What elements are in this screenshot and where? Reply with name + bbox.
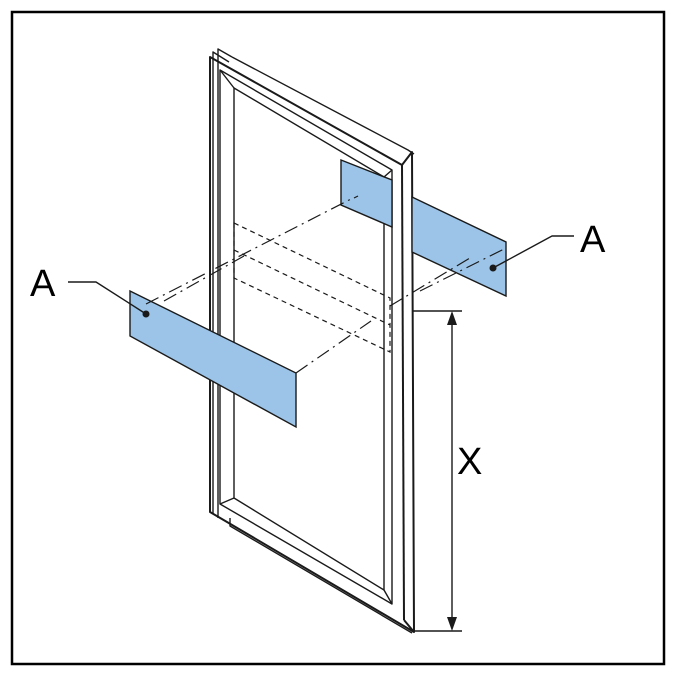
right-strip-label: A bbox=[580, 219, 606, 261]
projection-line-top-left bbox=[145, 198, 352, 305]
dimension-x-arrow-top bbox=[447, 311, 457, 325]
left-strip-plate bbox=[129, 289, 297, 429]
strip-target-midline bbox=[233, 249, 391, 326]
window-corner-br bbox=[383, 589, 393, 605]
right-strip-leader-line bbox=[492, 235, 574, 269]
window-corner-tl bbox=[219, 69, 235, 89]
projection-arrow-tip bbox=[353, 195, 359, 199]
dimension-x-label: X bbox=[457, 441, 482, 483]
projection-line-right-upper bbox=[419, 247, 507, 292]
dimension-x-arrow-bottom bbox=[447, 617, 457, 631]
window-corner-bl bbox=[219, 497, 235, 505]
strip-target-outline bbox=[233, 222, 391, 353]
projection-line-left-to-target bbox=[163, 255, 245, 302]
strip-target-area bbox=[233, 222, 391, 353]
projection-line-right bbox=[389, 257, 471, 307]
window-corner-tr bbox=[383, 169, 393, 178]
projection-line-left-lower bbox=[295, 320, 372, 374]
door-frame-right-inner-edge bbox=[401, 164, 405, 621]
right-strip-behind-part bbox=[340, 158, 393, 229]
door-frame-outer bbox=[209, 56, 415, 633]
door-frame-corner-edge bbox=[403, 619, 415, 633]
dimension-x: X bbox=[412, 310, 482, 632]
door-bottom-back-edge bbox=[229, 518, 413, 634]
left-strip-leader-line bbox=[68, 281, 147, 315]
right-strip: A bbox=[340, 158, 606, 298]
outer-border bbox=[10, 10, 666, 666]
right-strip-visible-part bbox=[411, 195, 507, 298]
left-strip: A bbox=[30, 263, 297, 429]
projection-lines bbox=[145, 195, 507, 374]
left-strip-label: A bbox=[30, 263, 56, 305]
